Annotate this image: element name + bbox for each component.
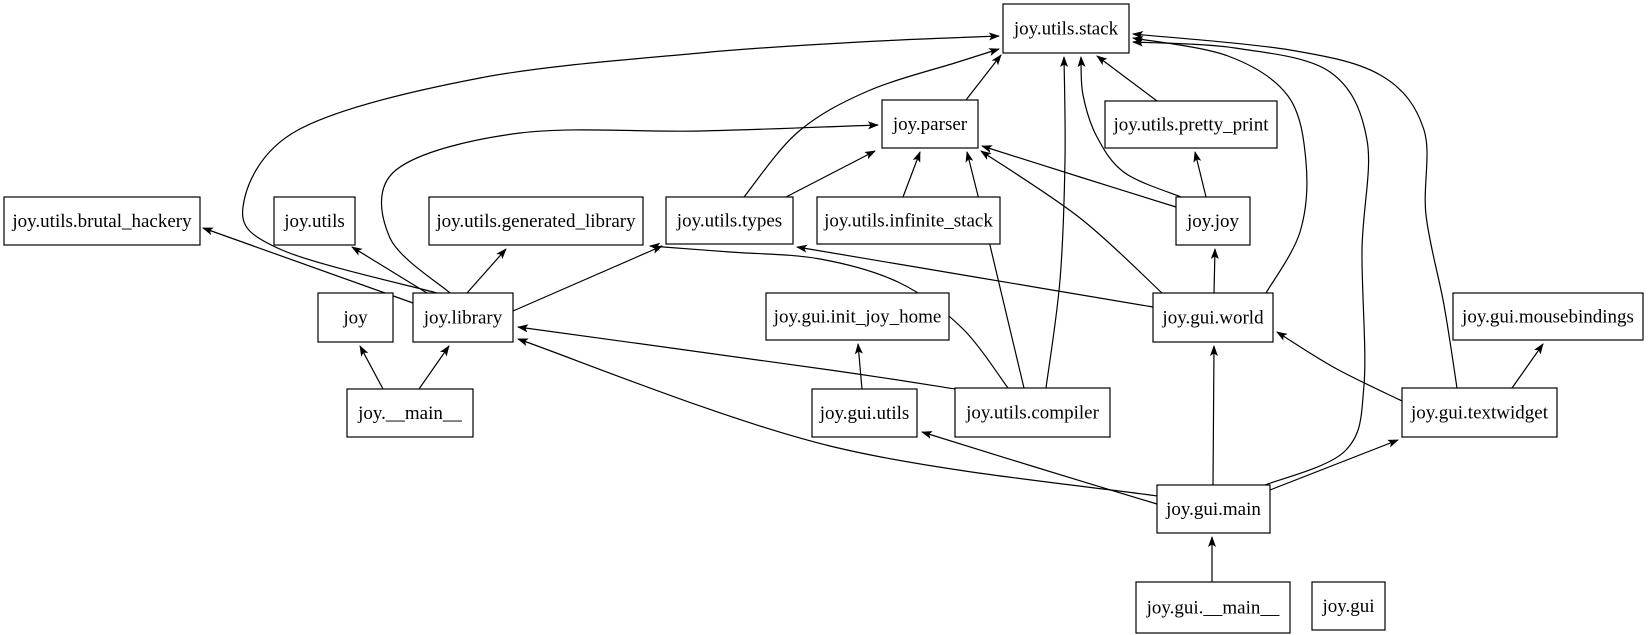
edge-joy_library-to-joy_utils_brutal_hackery (202, 227, 414, 304)
node-joy: joy (317, 292, 394, 343)
node-joy___main__: joy.__main__ (346, 388, 474, 438)
node-joy_gui_utils: joy.gui.utils (811, 388, 918, 438)
node-label-joy_utils_compiler: joy.utils.compiler (965, 403, 1099, 424)
edge-joy_gui_world-to-joy_utils_types (796, 244, 1154, 308)
node-label-joy_parser: joy.parser (892, 114, 968, 135)
edge-joy_utils_compiler-to-joy_utils_generated_library (649, 242, 1009, 389)
edge-joy_gui_main-to-joy_gui_world (1209, 345, 1218, 486)
edge-joy_gui_main-to-joy_gui_utils (921, 431, 1158, 505)
node-box-joy_utils_compiler (954, 387, 1111, 438)
edge-joy_library-to-joy_utils_stack (241, 32, 1000, 294)
node-joy_utils_infinite_stack: joy.utils.infinite_stack (816, 196, 1001, 245)
edge-joy_parser-to-joy_utils_stack (965, 54, 1002, 101)
node-box-joy_library (412, 292, 514, 343)
node-joy_gui_main: joy.gui.main (1156, 484, 1271, 534)
node-box-joy_utils_pretty_print (1104, 100, 1278, 149)
node-joy_utils_pretty_print: joy.utils.pretty_print (1104, 100, 1278, 149)
edge-joy_library-to-joy_utils_types (512, 245, 663, 312)
edge-joy_utils_types-to-joy_utils_stack (743, 48, 1000, 198)
edge-joy_utils_compiler-to-joy_parser (965, 151, 1025, 389)
edge-joy_utils_types-to-joy_parser (785, 150, 876, 198)
edge-joy_gui_world-to-joy_joy (1210, 248, 1219, 294)
node-box-joy_utils (273, 196, 356, 246)
node-label-joy_gui_mousebindings: joy.gui.mousebindings (1461, 307, 1634, 328)
edge-joy_utils_infinite_stack-to-joy_parser (902, 151, 921, 198)
edge-joy_gui_world-to-joy_utils_stack (1132, 35, 1308, 294)
node-joy_utils_compiler: joy.utils.compiler (954, 387, 1111, 438)
node-label-joy_gui_utils: joy.gui.utils (819, 403, 910, 424)
edge-joy_utils_compiler-to-joy_utils_stack (1045, 56, 1069, 389)
node-label-joy_gui: joy.gui (1321, 596, 1374, 617)
node-box-joy_gui_textwidget (1401, 387, 1558, 438)
node-label-joy_utils_stack: joy.utils.stack (1013, 19, 1119, 40)
edge-joy_gui_utils-to-joy_gui_init_joy_home (854, 343, 863, 390)
node-label-joy_gui_textwidget: joy.gui.textwidget (1410, 403, 1549, 424)
edge-joy_gui_textwidget-to-joy_utils_stack (1132, 31, 1458, 389)
edge-joy_joy-to-joy_utils_pretty_print (1193, 151, 1207, 198)
node-label-joy_utils_pretty_print: joy.utils.pretty_print (1113, 115, 1270, 136)
node-label-joy_utils: joy.utils (283, 211, 345, 232)
node-joy_gui___main__: joy.gui.__main__ (1135, 581, 1291, 634)
edge-joy_library-to-joy_utils (351, 246, 428, 294)
node-label-joy_utils_generated_library: joy.utils.generated_library (435, 211, 636, 232)
node-box-joy_gui_utils (811, 388, 918, 438)
node-box-joy_utils_stack (1002, 3, 1130, 54)
node-label-joy_library: joy.library (423, 308, 503, 329)
node-box-joy_utils_brutal_hackery (3, 196, 201, 246)
edge-joy___main__-to-joy (359, 345, 384, 390)
node-box-joy_gui_init_joy_home (765, 292, 950, 341)
node-box-joy_gui_mousebindings (1452, 292, 1644, 341)
node-joy_parser: joy.parser (881, 99, 979, 149)
node-label-joy_utils_brutal_hackery: joy.utils.brutal_hackery (11, 211, 192, 232)
edge-joy_library-to-joy_parser (381, 121, 879, 294)
edges-layer (202, 31, 1544, 582)
node-label-joy_utils_types: joy.utils.types (676, 211, 782, 232)
edge-joy_joy-to-joy_utils_stack (1077, 56, 1182, 198)
node-label-joy_gui_world: joy.gui.world (1161, 308, 1264, 329)
node-label-joy_gui_main: joy.gui.main (1165, 499, 1261, 520)
edge-joy___main__-to-joy_library (418, 345, 450, 390)
edge-joy_joy-to-joy_parser (981, 145, 1177, 208)
edge-joy_utils_compiler-to-joy_library (517, 324, 956, 390)
node-joy_gui: joy.gui (1311, 581, 1386, 631)
node-joy_library: joy.library (412, 292, 514, 343)
node-box-joy_utils_generated_library (428, 196, 644, 246)
node-joy_utils_generated_library: joy.utils.generated_library (428, 196, 644, 246)
edge-joy_gui_main-to-joy_utils_stack (1132, 38, 1370, 486)
node-joy_gui_world: joy.gui.world (1152, 292, 1274, 343)
node-joy_utils_brutal_hackery: joy.utils.brutal_hackery (3, 196, 201, 246)
node-joy_utils_types: joy.utils.types (665, 196, 794, 245)
edge-joy_utils_pretty_print-to-joy_utils_stack (1096, 55, 1158, 102)
node-label-joy___main__: joy.__main__ (357, 403, 462, 424)
node-box-joy_utils_infinite_stack (816, 196, 1001, 245)
node-joy_utils_stack: joy.utils.stack (1002, 3, 1130, 54)
edge-joy_gui_main-to-joy_gui_textwidget (1269, 439, 1399, 491)
node-box-joy_gui_main (1156, 484, 1271, 534)
node-label-joy: joy (342, 308, 368, 329)
edge-joy_gui_textwidget-to-joy_gui_mousebindings (1511, 343, 1544, 389)
edge-joy_gui_world-to-joy_parser (980, 150, 1163, 294)
nodes-layer: joy.utils.stack joy.parser joy.utils.prett… (3, 3, 1644, 634)
node-joy_gui_init_joy_home: joy.gui.init_joy_home (765, 292, 950, 341)
node-box-joy___main__ (346, 388, 474, 438)
node-label-joy_gui_init_joy_home: joy.gui.init_joy_home (773, 307, 942, 328)
edge-joy_gui_main-to-joy_library (517, 338, 1158, 497)
node-label-joy_joy: joy.joy (1186, 211, 1240, 232)
node-box-joy (317, 292, 394, 343)
edge-joy_library-to-joy_utils_generated_library (466, 248, 507, 294)
node-box-joy_joy (1175, 196, 1251, 246)
node-label-joy_utils_infinite_stack: joy.utils.infinite_stack (823, 211, 993, 232)
edge-joy_gui_textwidget-to-joy_gui_world (1276, 331, 1403, 402)
node-box-joy_gui_world (1152, 292, 1274, 343)
node-joy_joy: joy.joy (1175, 196, 1251, 246)
node-box-joy_parser (881, 99, 979, 149)
node-box-joy_gui (1311, 581, 1386, 631)
node-joy_utils: joy.utils (273, 196, 356, 246)
node-box-joy_gui___main__ (1135, 581, 1291, 634)
node-joy_gui_mousebindings: joy.gui.mousebindings (1452, 292, 1644, 341)
node-label-joy_gui___main__: joy.gui.__main__ (1146, 598, 1280, 619)
node-box-joy_utils_types (665, 196, 794, 245)
node-joy_gui_textwidget: joy.gui.textwidget (1401, 387, 1558, 438)
